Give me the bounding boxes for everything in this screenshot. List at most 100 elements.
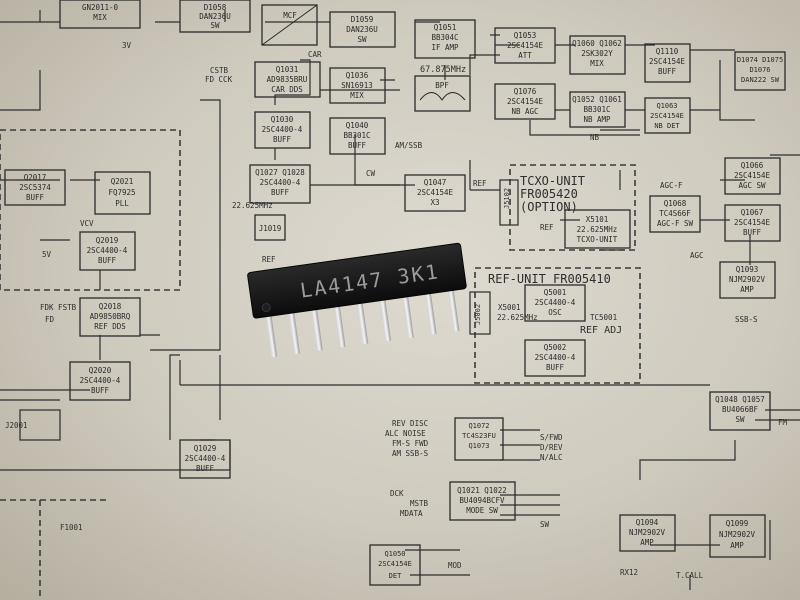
svg-text:BUFF: BUFF — [98, 256, 117, 265]
n-alc-label: N/ALC — [540, 453, 563, 462]
svg-text:NB AGC: NB AGC — [511, 107, 538, 116]
svg-text:DET: DET — [389, 572, 402, 580]
rev-disc-label: REV DISC — [392, 419, 428, 428]
svg-text:Q1050: Q1050 — [384, 550, 405, 558]
am-ssb-label: AM/SSB — [395, 141, 423, 150]
cstb-label: CSTB — [210, 66, 229, 75]
svg-text:2SC4400-4: 2SC4400-4 — [535, 298, 576, 307]
svg-text:GN2011-0: GN2011-0 — [82, 3, 119, 12]
svg-text:Q1099: Q1099 — [726, 519, 749, 528]
freq-label-x5001: 22.625MHz — [497, 313, 538, 322]
svg-text:D1058: D1058 — [204, 3, 227, 12]
mstb-label: MSTB — [410, 499, 429, 508]
t-call-label: T.CALL — [676, 571, 704, 580]
fm-s-fwd-label: FM-S FWD — [392, 439, 429, 448]
svg-text:2SC5374: 2SC5374 — [19, 183, 51, 192]
schematic-block-25: J1019 — [254, 214, 286, 241]
svg-text:2SC4400-4: 2SC4400-4 — [262, 125, 303, 134]
svg-text:BU4094BCFV: BU4094BCFV — [459, 496, 505, 505]
schematic-block-38: Q1050 2SC4154E DET — [369, 544, 421, 586]
svg-text:Q1053: Q1053 — [514, 31, 537, 40]
svg-text:DAN222 SW: DAN222 SW — [741, 76, 780, 84]
svg-text:BB304C: BB304C — [431, 33, 458, 42]
svg-text:DAN236U: DAN236U — [346, 25, 378, 34]
svg-text:2SC4400-4: 2SC4400-4 — [80, 376, 121, 385]
lower-left-frame — [0, 499, 110, 600]
svg-text:Q5002: Q5002 — [544, 343, 567, 352]
f1001-label: F1001 — [60, 523, 83, 532]
svg-text:X5101: X5101 — [586, 215, 609, 224]
svg-text:NJM2902V: NJM2902V — [729, 275, 766, 284]
svg-text:2SC4400-4: 2SC4400-4 — [87, 246, 128, 255]
la4147-chip: LA4147 3K1 — [247, 242, 467, 358]
ssb-s-label: SSB-S — [735, 315, 758, 324]
svg-text:Q1029: Q1029 — [194, 444, 217, 453]
svg-text:MCF: MCF — [283, 11, 297, 20]
svg-text:Q2021: Q2021 — [111, 177, 134, 186]
svg-text:Q1031: Q1031 — [276, 65, 299, 74]
svg-text:BUFF: BUFF — [273, 135, 292, 144]
tcxo-unit-part: FR005420 — [520, 187, 578, 201]
svg-text:Q1030: Q1030 — [271, 115, 294, 124]
svg-text:2SC4154E: 2SC4154E — [417, 188, 454, 197]
svg-text:BUFF: BUFF — [743, 228, 762, 237]
svg-text:MODE SW: MODE SW — [466, 506, 498, 515]
svg-text:2SC4154E: 2SC4154E — [378, 560, 412, 568]
freq-label-bpf: 67.875MHz — [420, 65, 466, 75]
svg-text:2SC4400-4: 2SC4400-4 — [535, 353, 576, 362]
ref-label-1: REF — [473, 179, 487, 188]
svg-text:NJM2902V: NJM2902V — [719, 530, 756, 539]
rx12-label: RX12 — [620, 568, 638, 577]
svg-text:BUFF: BUFF — [196, 464, 215, 473]
svg-text:Q5001: Q5001 — [544, 288, 567, 297]
svg-text:Q1068: Q1068 — [664, 199, 687, 208]
svg-text:ATT: ATT — [518, 51, 532, 60]
svg-text:BPF: BPF — [435, 81, 449, 90]
svg-text:Q1040: Q1040 — [346, 121, 369, 130]
svg-text:BUFF: BUFF — [546, 363, 565, 372]
svg-text:Q2019: Q2019 — [96, 236, 119, 245]
ref-unit-frame — [474, 267, 641, 384]
mod-label: MOD — [448, 561, 462, 570]
svg-text:MIX: MIX — [590, 59, 604, 68]
fd-label: FD — [45, 315, 55, 324]
ref-label-2: REF — [540, 223, 554, 232]
cw-label: CW — [366, 169, 376, 178]
svg-text:BU4066BF: BU4066BF — [722, 405, 759, 414]
svg-text:AMP: AMP — [740, 285, 754, 294]
svg-text:AGC SW: AGC SW — [738, 181, 766, 190]
j5002-connector — [469, 291, 491, 335]
svg-text:SW: SW — [210, 21, 220, 30]
wires — [0, 10, 800, 590]
pll-unit-frame — [0, 129, 181, 291]
svg-text:BUFF: BUFF — [658, 67, 677, 76]
j2001-connector — [19, 409, 61, 441]
tcxo-unit-frame — [509, 164, 636, 251]
ref-label-3: REF — [262, 255, 276, 264]
svg-text:2SC4154E: 2SC4154E — [507, 97, 544, 106]
svg-text:NJM2902V: NJM2902V — [629, 528, 666, 537]
fm-label: FM — [778, 418, 788, 427]
alc-noise-label: ALC NOISE — [385, 429, 426, 438]
svg-text:AD9850BRQ: AD9850BRQ — [90, 312, 131, 321]
svg-text:2SC4154E: 2SC4154E — [650, 112, 684, 120]
svg-text:Q1063: Q1063 — [656, 102, 677, 110]
fd-cck-label: FD CCK — [205, 75, 233, 84]
am-ssb-s-label: AM SSB-S — [392, 449, 429, 458]
svg-text:2SC4154E: 2SC4154E — [734, 218, 771, 227]
svg-text:22.625MHz: 22.625MHz — [577, 225, 618, 234]
svg-text:D1074 D1075: D1074 D1075 — [737, 56, 783, 64]
nb-label: NB — [590, 133, 600, 142]
ref-unit-title: REF-UNIT FR005410 — [488, 272, 611, 286]
